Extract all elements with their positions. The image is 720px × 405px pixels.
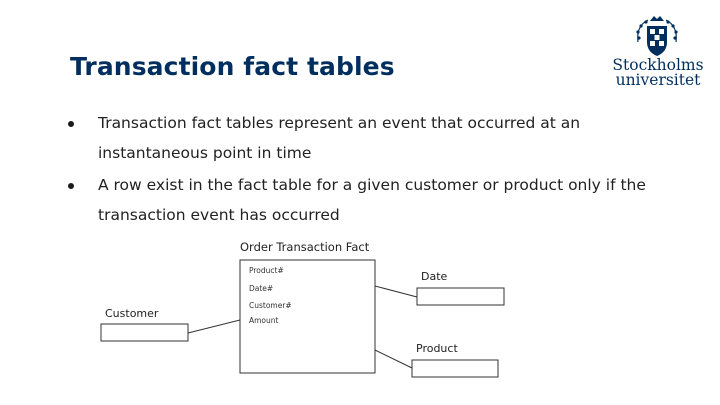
bullet-list: Transaction fact tables represent an eve…: [62, 108, 662, 232]
connector-product: [374, 349, 413, 369]
bullet-item: A row exist in the fact table for a give…: [62, 170, 662, 230]
fact-table-title: Order Transaction Fact: [240, 240, 370, 254]
customer-dimension-box: [100, 323, 189, 342]
university-logo: Stockholms universitet: [612, 12, 704, 92]
fact-field-amount: Amount: [249, 316, 279, 325]
connector-customer: [187, 319, 241, 334]
fact-field-date: Date#: [249, 284, 274, 293]
fact-field-customer: Customer#: [249, 301, 292, 310]
product-dimension-label: Product: [416, 342, 458, 355]
bullet-text: A row exist in the fact table for a give…: [98, 176, 646, 224]
date-dimension-box: [416, 287, 505, 306]
date-dimension-label: Date: [421, 270, 448, 283]
slide-title: Transaction fact tables: [70, 52, 395, 81]
logo-text-line2: universitet: [615, 71, 701, 89]
connector-date: [374, 285, 418, 298]
fact-field-product: Product#: [249, 266, 284, 275]
university-seal-icon: [636, 16, 678, 56]
bullet-dot: [68, 183, 74, 189]
product-dimension-box: [411, 359, 499, 378]
bullet-text: Transaction fact tables represent an eve…: [98, 114, 581, 162]
bullet-dot: [68, 121, 74, 127]
logo-text-line1: Stockholms: [612, 56, 704, 74]
fact-table-box: [239, 259, 376, 374]
customer-dimension-label: Customer: [105, 307, 159, 320]
bullet-item: Transaction fact tables represent an eve…: [62, 108, 662, 168]
